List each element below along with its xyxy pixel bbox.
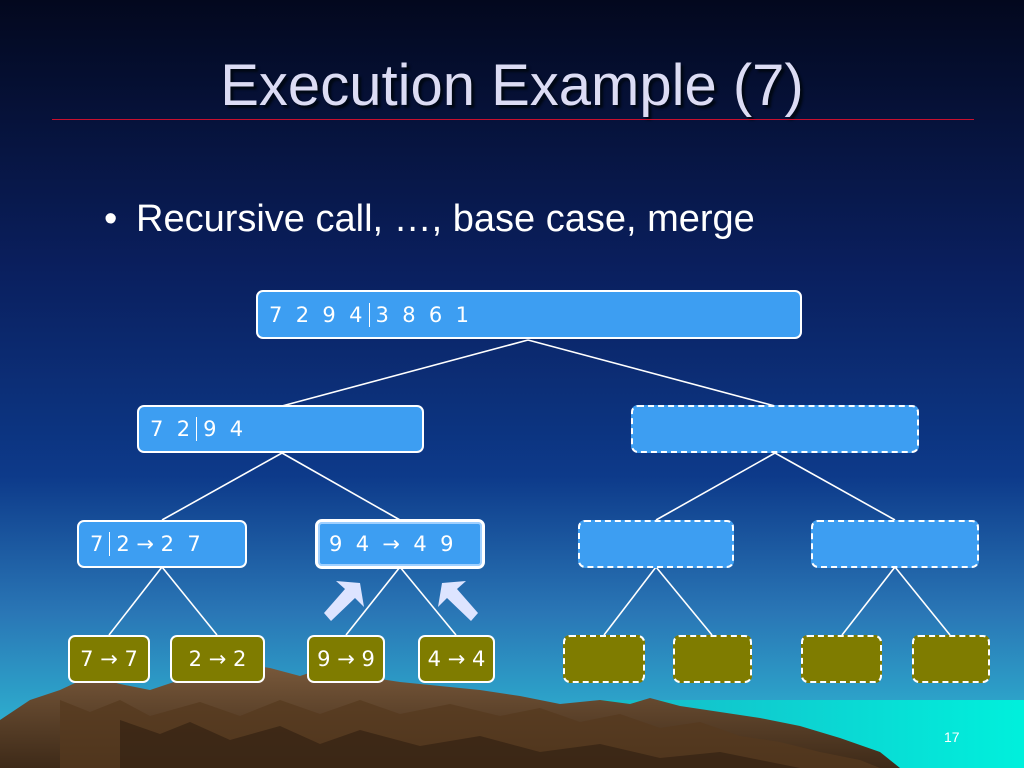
edge bbox=[108, 566, 163, 636]
edge bbox=[841, 566, 896, 636]
leaf-3-text: 9 → 9 bbox=[317, 647, 375, 671]
edge bbox=[603, 566, 657, 636]
leaf-node-5-pending bbox=[563, 635, 645, 683]
leaf-1-text: 7 → 7 bbox=[80, 647, 138, 671]
level2-node-a: 7 2 → 2 7 bbox=[77, 520, 247, 568]
root-right-half: 3 8 6 1 bbox=[375, 302, 470, 327]
title-underline bbox=[52, 119, 974, 120]
partition-bar bbox=[109, 532, 111, 556]
leaf-node-1: 7 → 7 bbox=[68, 635, 150, 683]
leaf-node-8-pending bbox=[912, 635, 990, 683]
edge bbox=[655, 452, 776, 521]
up-arrow-left-icon bbox=[324, 581, 364, 621]
partition-bar bbox=[368, 302, 370, 327]
slide-title: Execution Example (7) bbox=[220, 53, 804, 118]
leaf-node-3: 9 → 9 bbox=[307, 635, 385, 683]
level2-node-d-pending bbox=[811, 520, 979, 568]
level1-right-half: 9 4 bbox=[203, 417, 244, 441]
bullet-icon: • bbox=[104, 198, 118, 240]
leaf-node-6-pending bbox=[673, 635, 752, 683]
root-left-half: 7 2 9 4 bbox=[269, 302, 363, 327]
edge bbox=[527, 339, 776, 407]
edge bbox=[281, 452, 401, 521]
up-arrow-right-icon bbox=[438, 581, 478, 621]
level2-b-merge: 9 4 → 4 9 bbox=[329, 532, 454, 556]
edge bbox=[774, 452, 896, 521]
leaf-node-2: 2 → 2 bbox=[170, 635, 265, 683]
level2-a-merge: 2 → 2 7 bbox=[116, 532, 201, 556]
page-number: 17 bbox=[944, 729, 960, 745]
edge bbox=[894, 566, 951, 636]
level1-left-half: 7 2 bbox=[150, 417, 191, 441]
level1-left-node: 7 2 9 4 bbox=[137, 405, 424, 453]
edge bbox=[345, 566, 401, 636]
bullet-item: • Recursive call, …, base case, merge bbox=[104, 198, 755, 241]
level2-node-b-current: 9 4 → 4 9 bbox=[315, 519, 485, 569]
leaf-node-4: 4 → 4 bbox=[418, 635, 495, 683]
edge bbox=[655, 566, 713, 636]
edge bbox=[161, 566, 218, 636]
level2-node-c-pending bbox=[578, 520, 734, 568]
edge bbox=[399, 566, 457, 636]
level2-a-left: 7 bbox=[90, 532, 104, 556]
leaf-4-text: 4 → 4 bbox=[427, 647, 486, 671]
level1-right-node-pending bbox=[631, 405, 919, 453]
root-node: 7 2 9 4 3 8 6 1 bbox=[256, 290, 802, 339]
leaf-node-7-pending bbox=[801, 635, 882, 683]
edge bbox=[161, 452, 283, 521]
bullet-text: Recursive call, …, base case, merge bbox=[136, 198, 755, 240]
partition-bar bbox=[196, 417, 198, 441]
edge bbox=[281, 339, 529, 407]
leaf-2-text: 2 → 2 bbox=[188, 647, 247, 671]
